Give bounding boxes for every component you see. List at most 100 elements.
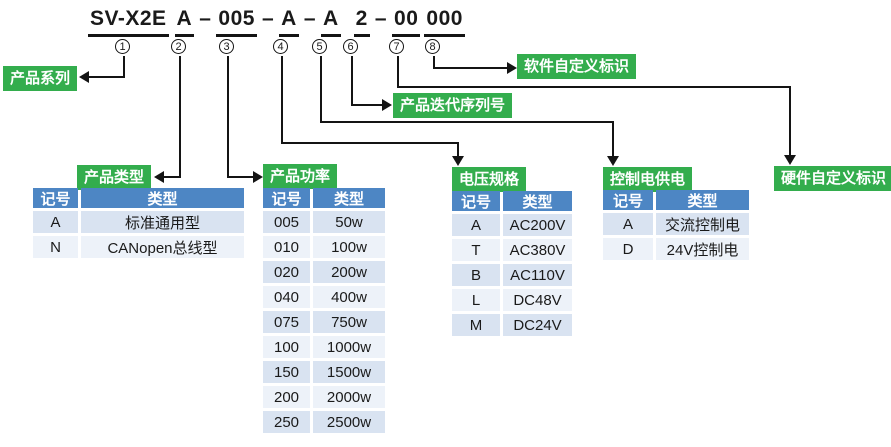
table-cell: 075 [263,311,310,333]
code-segment: 005 [216,6,257,37]
table-cell: N [33,236,78,258]
table-cell: 100 [263,336,310,358]
table-cell: 2500w [313,411,385,433]
code-segment: A [279,6,299,37]
label-voltage-spec: 电压规格 [452,167,527,192]
connector-5-drop [611,121,615,157]
arrow-to-type-icon [154,171,164,183]
connector-4-stem [280,56,284,143]
arrow-to-hardware-icon [784,155,796,165]
table-cell: 200w [313,261,385,283]
connector-5-horizontal [320,120,614,124]
circle-number-6: 6 [343,39,358,54]
table-cell: 020 [263,261,310,283]
code-separator: – [374,7,388,30]
table-cell: AC380V [503,239,572,261]
circle-number-8: 8 [425,39,440,54]
label-software-custom-id: 软件自定义标识 [517,54,637,79]
table-header-cell: 记号 [33,188,78,208]
table-header-cell: 记号 [452,191,500,211]
circle-number-2: 2 [171,39,186,54]
table-header-cell: 类型 [656,190,749,210]
table-cell: AC110V [503,264,572,286]
code-segment: A [321,6,341,37]
connector-7-horizontal [397,85,791,89]
code-separator: – [261,7,275,30]
table-cell: 150 [263,361,310,383]
table-cell: 50w [313,211,385,233]
table-header-cell: 记号 [263,188,310,208]
label-product-power: 产品功率 [263,164,338,189]
code-segment: 00 [392,6,421,37]
arrow-to-software-icon [507,62,517,74]
circle-number-4: 4 [273,39,288,54]
code-segment: 000 [424,6,465,37]
circle-number-1: 1 [115,39,130,54]
arrow-to-series-icon [79,71,89,83]
table-cell: 标准通用型 [81,211,244,233]
table-cell: L [452,289,500,311]
table-cell: DC24V [503,314,572,336]
table-cell: 2000w [313,386,385,408]
table-cell: 400w [313,286,385,308]
table-cell: A [603,213,653,235]
label-hardware-custom-id: 硬件自定义标识 [774,166,891,191]
connector-6-horizontal [351,103,382,107]
table-cell: D [603,238,653,260]
table-cell: CANopen总线型 [81,236,244,258]
code-separator: – [199,7,212,30]
table-cell: A [452,214,500,236]
table-cell: M [452,314,500,336]
table-cell: 交流控制电 [656,213,749,235]
code-segment: A [174,6,195,37]
table-cell: 005 [263,211,310,233]
arrow-to-control-icon [607,156,619,166]
table-cell: 750w [313,311,385,333]
connector-3-horizontal [227,175,253,179]
table-cell: DC48V [503,289,572,311]
code-separator: – [303,7,316,30]
table-header-cell: 类型 [313,188,385,208]
table-header-cell: 类型 [503,191,572,211]
table-cell: 200 [263,386,310,408]
connector-2-stem [178,56,182,177]
table-cell: 1000w [313,336,385,358]
table-cell: 100w [313,236,385,258]
label-control-power: 控制电供电 [603,167,693,192]
connector-7-drop [788,86,792,156]
table-cell: 24V控制电 [656,238,749,260]
connector-5-stem [319,56,323,122]
table-cell: T [452,239,500,261]
table-cell: 1500w [313,361,385,383]
circle-number-5: 5 [312,39,327,54]
table-cell: 250 [263,411,310,433]
connector-4-drop [456,142,460,157]
label-product-type: 产品类型 [77,165,152,190]
connector-6-stem [350,56,354,106]
table-header-cell: 记号 [603,190,653,210]
table-header-cell: 类型 [81,188,244,208]
connector-2-horizontal [164,175,181,179]
connector-7-stem [396,56,400,88]
table-cell: 040 [263,286,310,308]
table-cell: B [452,264,500,286]
table-cell: AC200V [503,214,572,236]
label-iteration-serial: 产品迭代序列号 [393,93,513,118]
label-product-series: 产品系列 [3,66,78,91]
table-cell: A [33,211,78,233]
code-segment: 2 [353,6,370,37]
code-segment: SV-X2E [88,6,169,37]
connector-1-horizontal [89,75,125,79]
connector-8-stem [432,56,436,69]
circle-number-3: 3 [219,39,234,54]
arrow-to-voltage-icon [452,156,464,166]
connector-3-stem [226,56,230,177]
arrow-to-power-icon [253,171,263,183]
connector-4-horizontal [281,141,459,145]
circle-number-7: 7 [389,39,404,54]
